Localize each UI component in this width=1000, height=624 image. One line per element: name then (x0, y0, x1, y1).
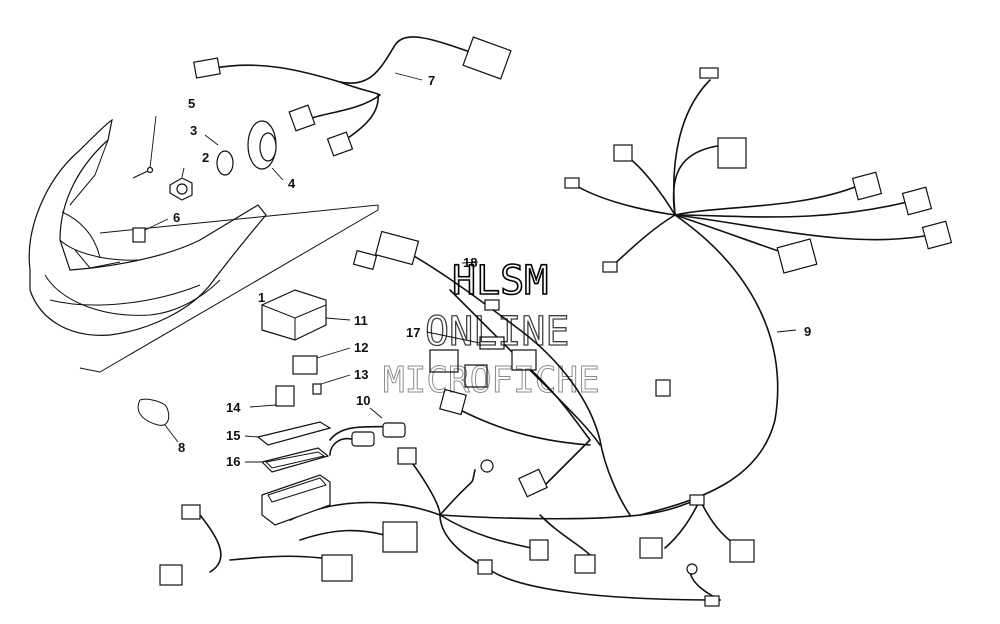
main-harness-right (564, 67, 953, 516)
headlight-housing (28, 118, 267, 336)
main-harness-lower (159, 247, 755, 607)
callout-3: 3 (190, 123, 197, 138)
headlight-harness (193, 36, 512, 157)
callout-18: 18 (463, 255, 477, 270)
fuse-block (261, 474, 331, 526)
label-plate-15 (244, 421, 332, 446)
connector-group (352, 230, 671, 416)
gasket-16 (245, 447, 330, 473)
callout-1: 1 (258, 290, 265, 305)
callout-11: 11 (354, 313, 368, 328)
callout-10: 10 (356, 393, 370, 408)
fuse-holder-10 (329, 407, 406, 456)
relay-14 (249, 385, 295, 408)
fuse-13 (312, 374, 351, 395)
callout-9: 9 (804, 324, 811, 339)
callout-16: 16 (226, 454, 240, 469)
watermark-line-1: HLSM (452, 258, 548, 304)
watermark-line-2: ONLINE (425, 309, 570, 355)
fuse-box (261, 289, 351, 341)
callout-5: 5 (188, 96, 195, 111)
rubber-boot (247, 120, 284, 181)
retaining-clip (204, 134, 234, 176)
relay-12 (292, 347, 351, 375)
watermark-line-3: MICROFICHE (383, 360, 600, 401)
clamp-ring-8 (137, 398, 179, 443)
callout-17: 17 (406, 325, 420, 340)
bulb (169, 167, 193, 201)
callout-7: 7 (428, 73, 435, 88)
callout-6: 6 (173, 210, 180, 225)
callout-2: 2 (202, 150, 209, 165)
watermark: HLSM ONLINE MICROFICHE (383, 257, 601, 401)
callout-14: 14 (226, 400, 241, 415)
screw (132, 115, 157, 179)
callout-8: 8 (178, 440, 185, 455)
callout-13: 13 (354, 367, 368, 382)
callout-4: 4 (288, 176, 296, 191)
callout-labels: 1 2 3 4 5 6 7 8 9 10 11 12 13 14 15 16 1… (173, 73, 811, 469)
housing-outline-box (79, 204, 379, 373)
callout-15: 15 (226, 428, 240, 443)
bulb-socket (132, 218, 169, 243)
callout-12: 12 (354, 340, 368, 355)
